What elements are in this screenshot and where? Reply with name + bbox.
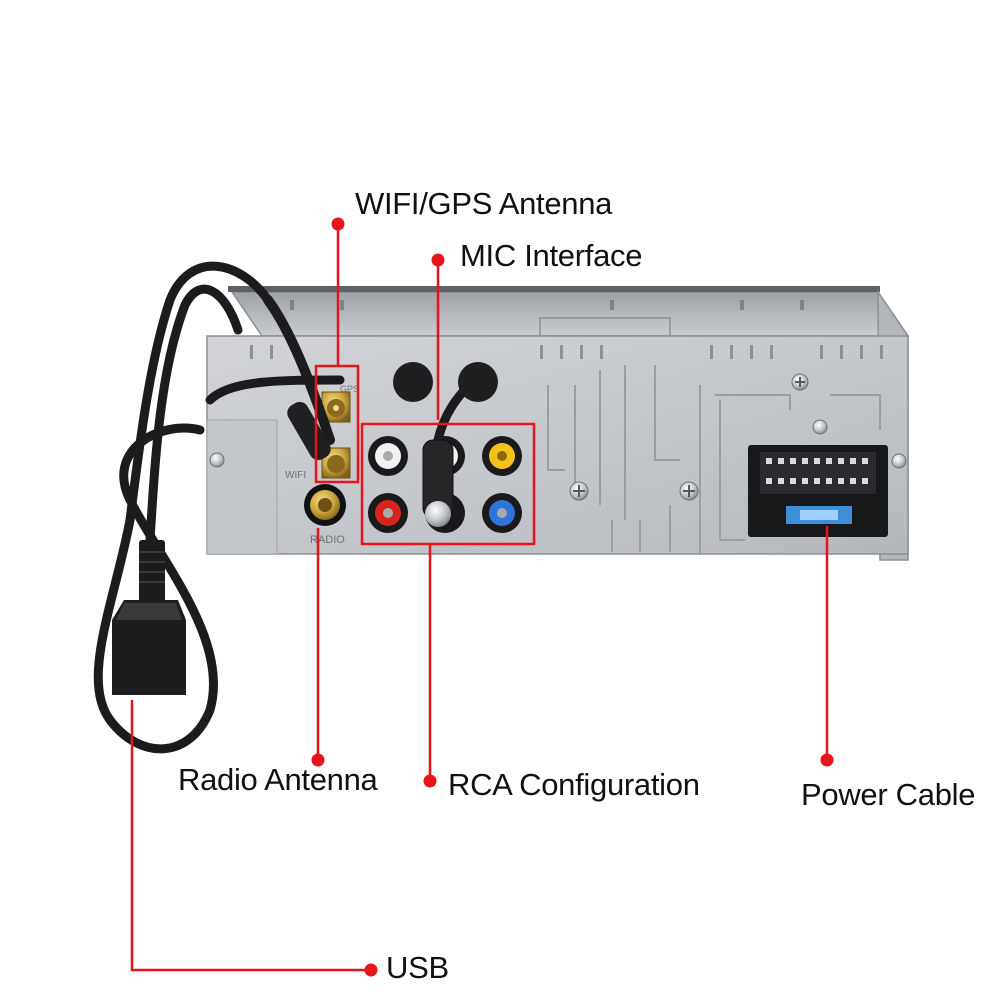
wifi-port-marking: WIFI xyxy=(285,470,306,481)
antenna-ports: RADIO GPS WIFI xyxy=(285,384,359,546)
screw-icon xyxy=(209,373,907,501)
usb-label: USB xyxy=(386,950,449,985)
rca-configuration-label: RCA Configuration xyxy=(448,767,700,802)
radio-antenna-label: Radio Antenna xyxy=(178,762,378,797)
callout-lines xyxy=(130,224,829,972)
usb-plug xyxy=(112,540,186,695)
power-connector xyxy=(748,445,888,537)
wifi-gps-antenna-label: WIFI/GPS Antenna xyxy=(355,186,613,221)
callout-dots xyxy=(311,217,834,977)
mic-interface-label: MIC Interface xyxy=(460,238,643,273)
cables xyxy=(93,261,498,754)
gps-port-marking: GPS xyxy=(340,384,359,394)
power-cable-label: Power Cable xyxy=(801,777,976,812)
radio-port-marking: RADIO xyxy=(310,534,345,546)
